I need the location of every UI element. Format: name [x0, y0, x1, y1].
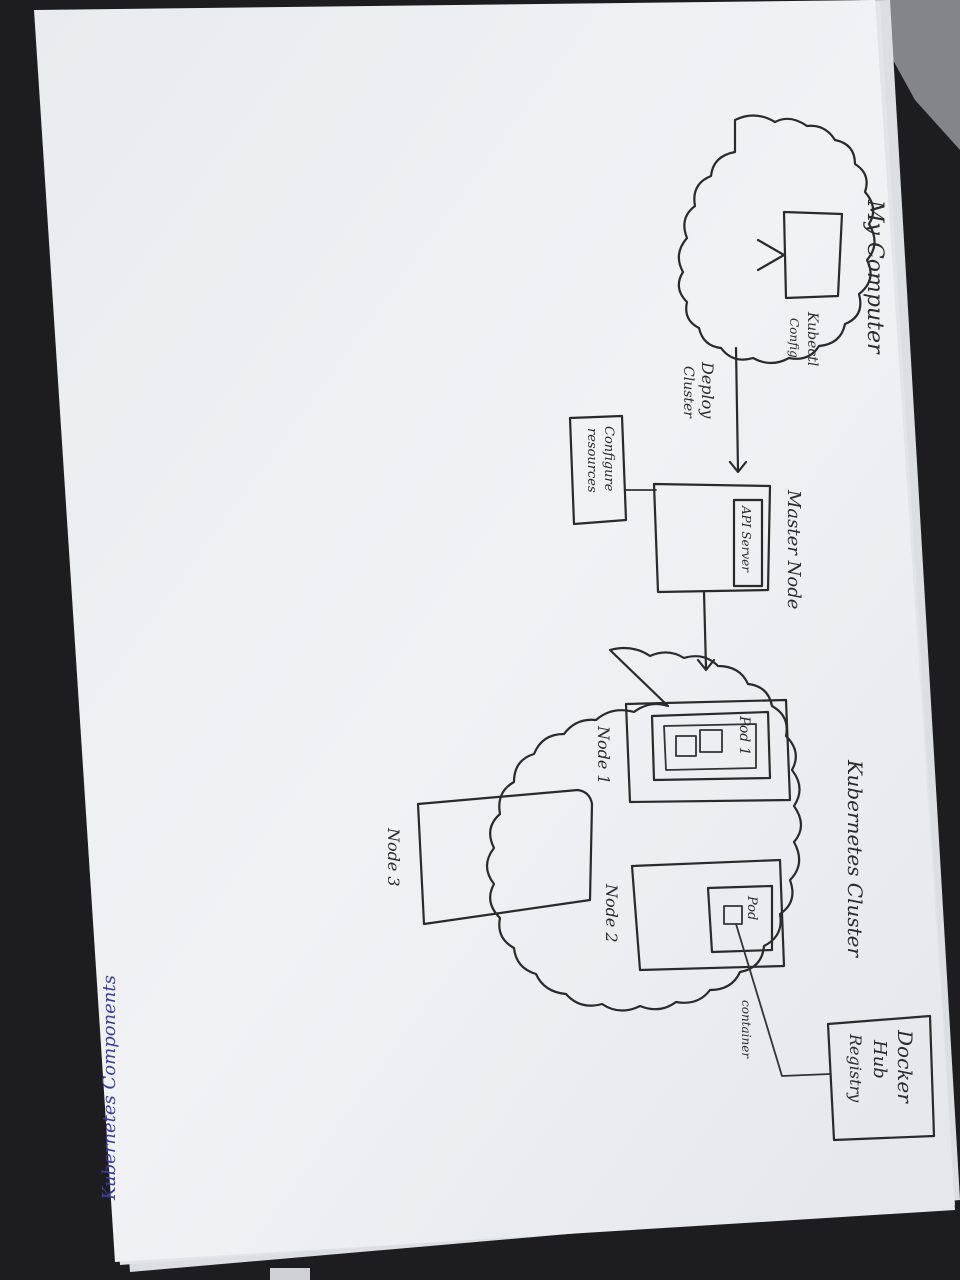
docker-label: Docker	[893, 1029, 917, 1104]
my-computer-label: My Computer	[862, 199, 887, 355]
master-node-label: Master Node	[783, 489, 804, 609]
pod-label: Pod	[744, 895, 759, 920]
container-label: container	[739, 1000, 753, 1059]
hub-label: Hub	[869, 1039, 890, 1079]
deploy-cluster-label: Cluster	[680, 366, 696, 419]
pod-1-container-b	[675, 735, 697, 757]
configure-resources-box	[568, 414, 628, 526]
resources-label: resources	[584, 428, 599, 493]
node-3-box	[416, 788, 594, 926]
api-server-box	[732, 498, 764, 588]
master-node-box	[652, 482, 772, 594]
paper-sheet	[34, 0, 955, 1262]
node-2-box	[630, 858, 786, 972]
paper-corner	[270, 1268, 310, 1280]
pod-1-outer	[650, 710, 772, 782]
pod-1-inner	[663, 723, 757, 771]
pod-1-label: Pod 1	[736, 715, 752, 756]
pod-1-container-a	[699, 729, 723, 753]
kubernetes-cluster-cloud	[485, 646, 803, 1012]
pod-box	[706, 884, 774, 954]
api-server-label: API Server	[739, 505, 753, 573]
kubernetes-cluster-label: Kubernetes Cluster	[843, 759, 867, 959]
registry-label: Registry	[846, 1033, 865, 1103]
kubectl-label: Kubectl	[804, 311, 820, 366]
pod-container	[723, 905, 743, 925]
margin-note: Kubernetes Components	[99, 975, 120, 1201]
deploy-arrow	[728, 346, 748, 474]
master-to-cluster-arrow	[696, 590, 716, 672]
docker-hub-registry-box	[826, 1014, 936, 1142]
computer-box	[782, 210, 844, 300]
node-1-label: Node 1	[594, 725, 613, 785]
node-3-label: Node 3	[384, 827, 403, 887]
computer-stand	[756, 238, 786, 272]
node-1-box	[624, 698, 792, 804]
node-2-label: Node 2	[602, 883, 621, 943]
container-pull-line	[735, 923, 831, 1077]
my-computer-cloud	[677, 114, 876, 365]
configure-label: Configure	[601, 426, 616, 492]
deploy-label: Deploy	[698, 361, 717, 419]
config-label: Config	[787, 318, 801, 358]
